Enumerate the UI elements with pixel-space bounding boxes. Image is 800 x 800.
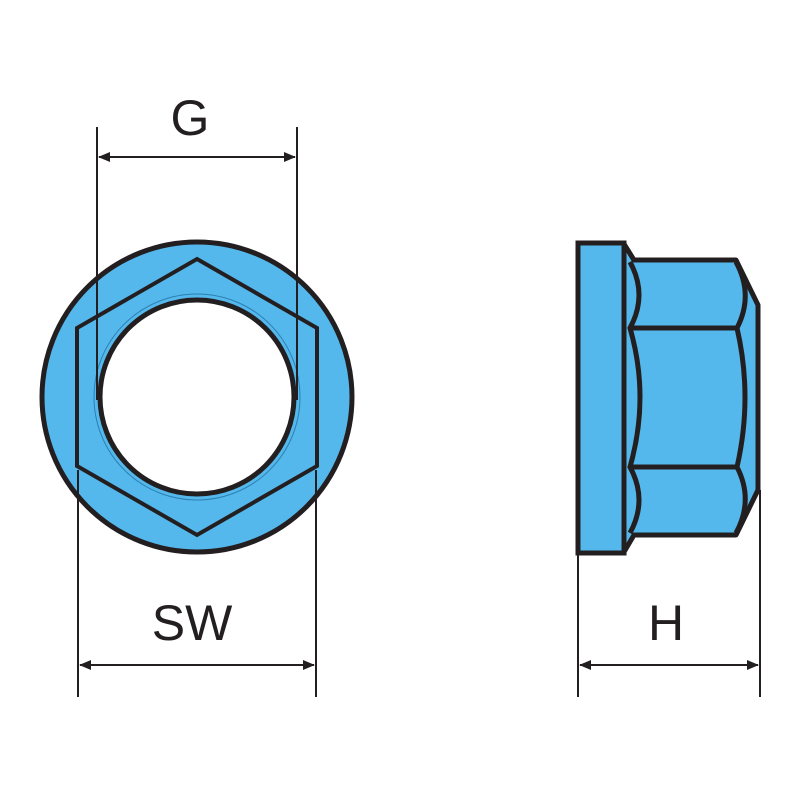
label-h: H	[648, 595, 684, 651]
label-sw: SW	[152, 595, 233, 651]
thread-circle	[93, 293, 301, 501]
bore-hole	[97, 297, 297, 497]
dimension-g	[96, 127, 298, 400]
dimension-sw	[77, 470, 317, 697]
front-view	[39, 239, 355, 555]
dimension-h	[577, 490, 761, 697]
flange-side	[575, 240, 627, 556]
hex-body-side	[621, 241, 761, 555]
hex-face-curves	[627, 260, 748, 535]
side-view	[575, 240, 761, 556]
label-g: G	[171, 90, 210, 146]
